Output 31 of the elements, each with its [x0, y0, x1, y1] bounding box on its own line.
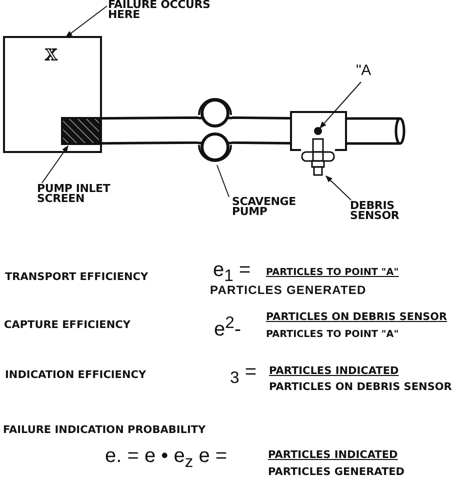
callout-text: DEBRIS SENSOR [350, 201, 402, 221]
callout-text: FAILURE OCCURS HERE [108, 0, 214, 20]
fraction-numerator: PARTICLES INDICATED [269, 365, 399, 378]
callout-text: SCAVENGE PUMP [232, 197, 298, 217]
term-heading: FAILURE INDICATION PROBABILITY [3, 424, 206, 436]
leader-arrow [65, 6, 108, 38]
equation-symbol: e. = e • e$_{z}$ e = [105, 445, 228, 472]
equation-symbol: e$^{2}$- [214, 313, 242, 342]
leader-arrow [326, 176, 352, 200]
leader-arrow [42, 145, 68, 184]
x-mark-text: X [45, 46, 58, 63]
pipe [344, 117, 406, 145]
term-heading: TRANSPORT EFFICIENCY [5, 271, 148, 284]
equation-symbol: $_{3}$ = [230, 361, 257, 388]
inlet-screen [61, 117, 101, 145]
fraction-numerator: PARTICLES TO POINT "A" [266, 267, 399, 278]
fraction-denominator: PARTICLES TO POINT "A" [266, 329, 399, 340]
leader-line [216, 164, 230, 198]
leader-arrow [320, 82, 362, 129]
tank-box [3, 36, 102, 153]
term-heading: INDICATION EFFICIENCY [5, 369, 146, 382]
fraction-denominator: PARTICLES ON DEBRIS SENSOR [269, 381, 452, 394]
term-heading: CAPTURE EFFICIENCY [4, 319, 130, 332]
fraction-numerator: PARTICLES ON DEBRIS SENSOR [266, 312, 447, 324]
fraction-numerator: PARTICLES INDICATED [268, 449, 398, 462]
callout-text: PUMP INLET SCREEN [37, 184, 115, 204]
equation-symbol: e$_{1}$ = [213, 259, 251, 286]
fraction-denominator: PARTICLES GENERATED [268, 466, 405, 478]
point-dot [314, 127, 322, 135]
point-label: "A [356, 63, 371, 79]
fraction-denominator: PARTICLES GENERATED [210, 284, 366, 298]
